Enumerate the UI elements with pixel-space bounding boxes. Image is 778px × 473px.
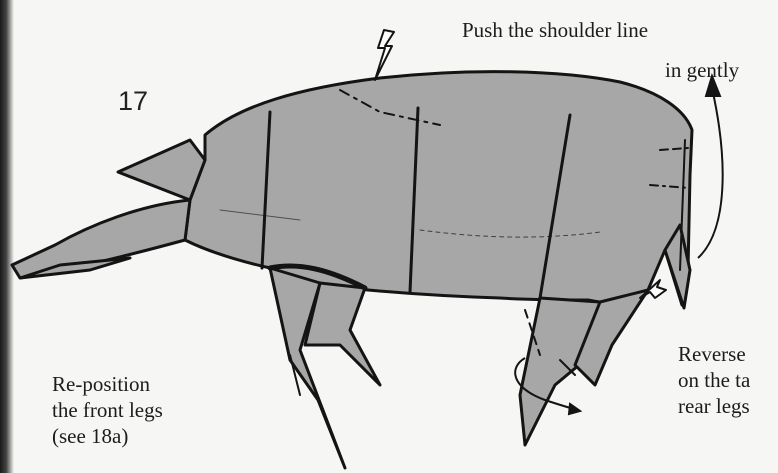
reverse-instruction-line-2: on the ta bbox=[678, 368, 750, 393]
rotate-arrow-icon bbox=[698, 76, 723, 258]
step-number: 17 bbox=[118, 86, 148, 117]
model-front-leg-right bbox=[305, 283, 380, 385]
front-legs-instruction-line-1: Re-position bbox=[52, 372, 150, 397]
front-legs-instruction-line-3: (see 18a) bbox=[52, 424, 128, 449]
reverse-instruction-line-3: rear legs bbox=[678, 394, 750, 419]
model-head bbox=[118, 140, 205, 200]
model-body bbox=[185, 72, 692, 305]
shoulder-instruction-line-1: Push the shoulder line bbox=[462, 18, 648, 43]
reverse-instruction-line-1: Reverse bbox=[678, 342, 746, 367]
shoulder-instruction-line-2: in gently bbox=[665, 58, 739, 83]
front-legs-instruction-line-2: the front legs bbox=[52, 398, 163, 423]
push-arrow-icon bbox=[375, 30, 394, 80]
